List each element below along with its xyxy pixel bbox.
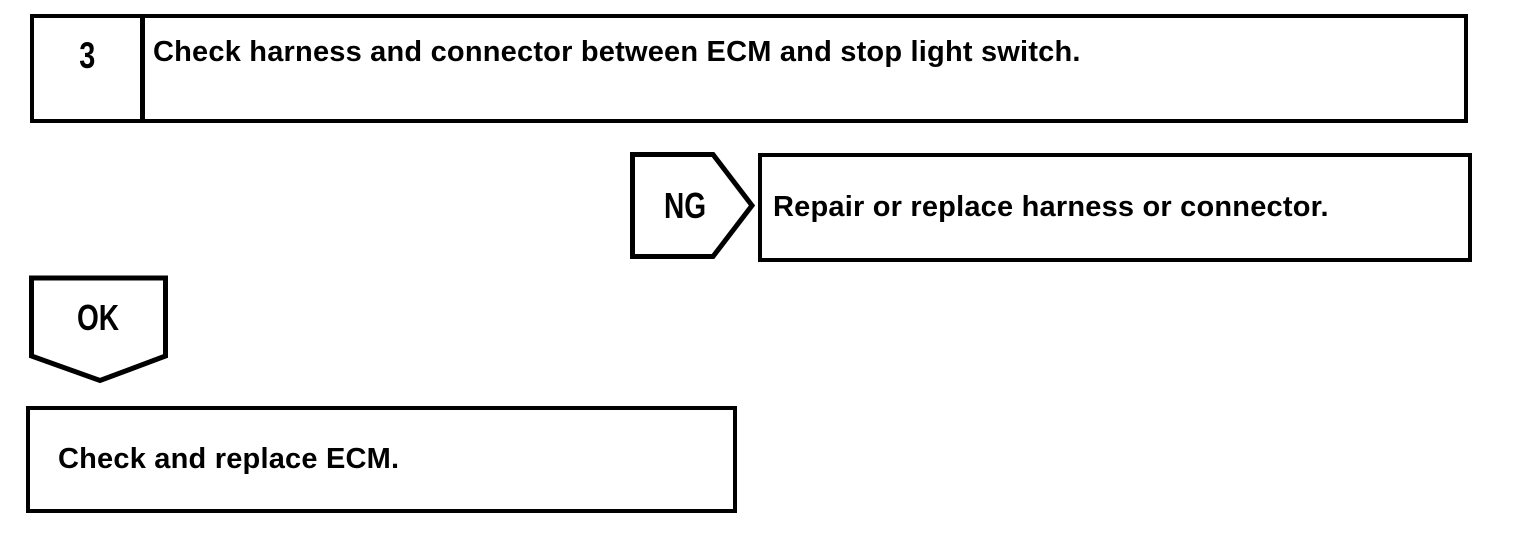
step-box: 3 Check harness and connector between EC…	[30, 14, 1468, 123]
ng-label-container: NG	[630, 152, 740, 260]
step-number: 3	[78, 35, 96, 76]
ok-label-container: OK	[30, 276, 165, 360]
ok-action-box: Check and replace ECM.	[26, 406, 737, 513]
ng-label: NG	[663, 185, 707, 226]
ng-pentagon-outline	[630, 152, 756, 259]
ng-action-box: Repair or replace harness or connector.	[758, 153, 1472, 262]
step-instruction: Check harness and connector between ECM …	[153, 36, 1081, 68]
ng-connector-shape	[630, 152, 756, 259]
ok-action-text: Check and replace ECM.	[58, 443, 400, 475]
ok-connector-shape	[29, 275, 168, 384]
ng-action-text: Repair or replace harness or connector.	[773, 191, 1329, 223]
ok-label: OK	[76, 297, 119, 338]
ok-pentagon-outline	[29, 275, 168, 384]
step-number-cell: 3	[34, 18, 145, 119]
